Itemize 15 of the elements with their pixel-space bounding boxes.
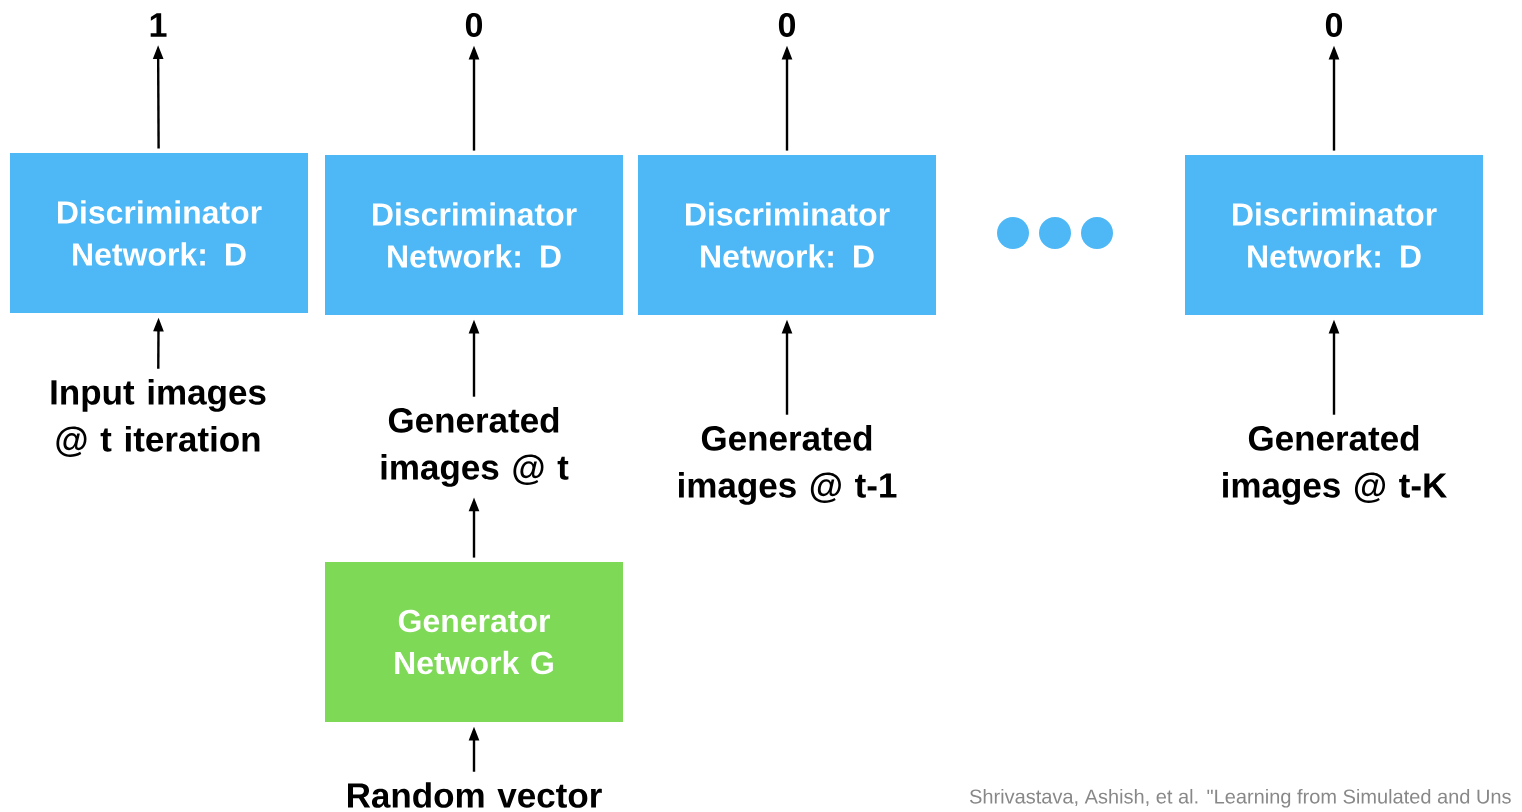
discriminator-box: Discriminator Network: D <box>10 153 308 313</box>
output-label: 0 <box>1325 12 1343 38</box>
output-label: 0 <box>778 12 796 38</box>
input-label: Input images @ t iteration <box>51 379 266 457</box>
discriminator-box: Discriminator Network: D <box>325 155 623 315</box>
generator-box: Generator Network G <box>325 562 623 722</box>
citation-text: Shrivastava, Ashish, et al. "Learning from Simulated and Uns <box>969 788 1511 808</box>
output-label: 1 <box>150 13 167 37</box>
discriminator-box: Discriminator Network: D <box>1185 155 1483 315</box>
input-label: Generated images @ t-K <box>1223 425 1447 505</box>
input-label: Generated images @ t <box>381 407 569 487</box>
input-label: Generated images @ t-1 <box>679 425 897 505</box>
discriminator-box: Discriminator Network: D <box>638 155 936 315</box>
output-label: 0 <box>465 12 483 38</box>
input-label: Random vector <box>348 782 602 808</box>
